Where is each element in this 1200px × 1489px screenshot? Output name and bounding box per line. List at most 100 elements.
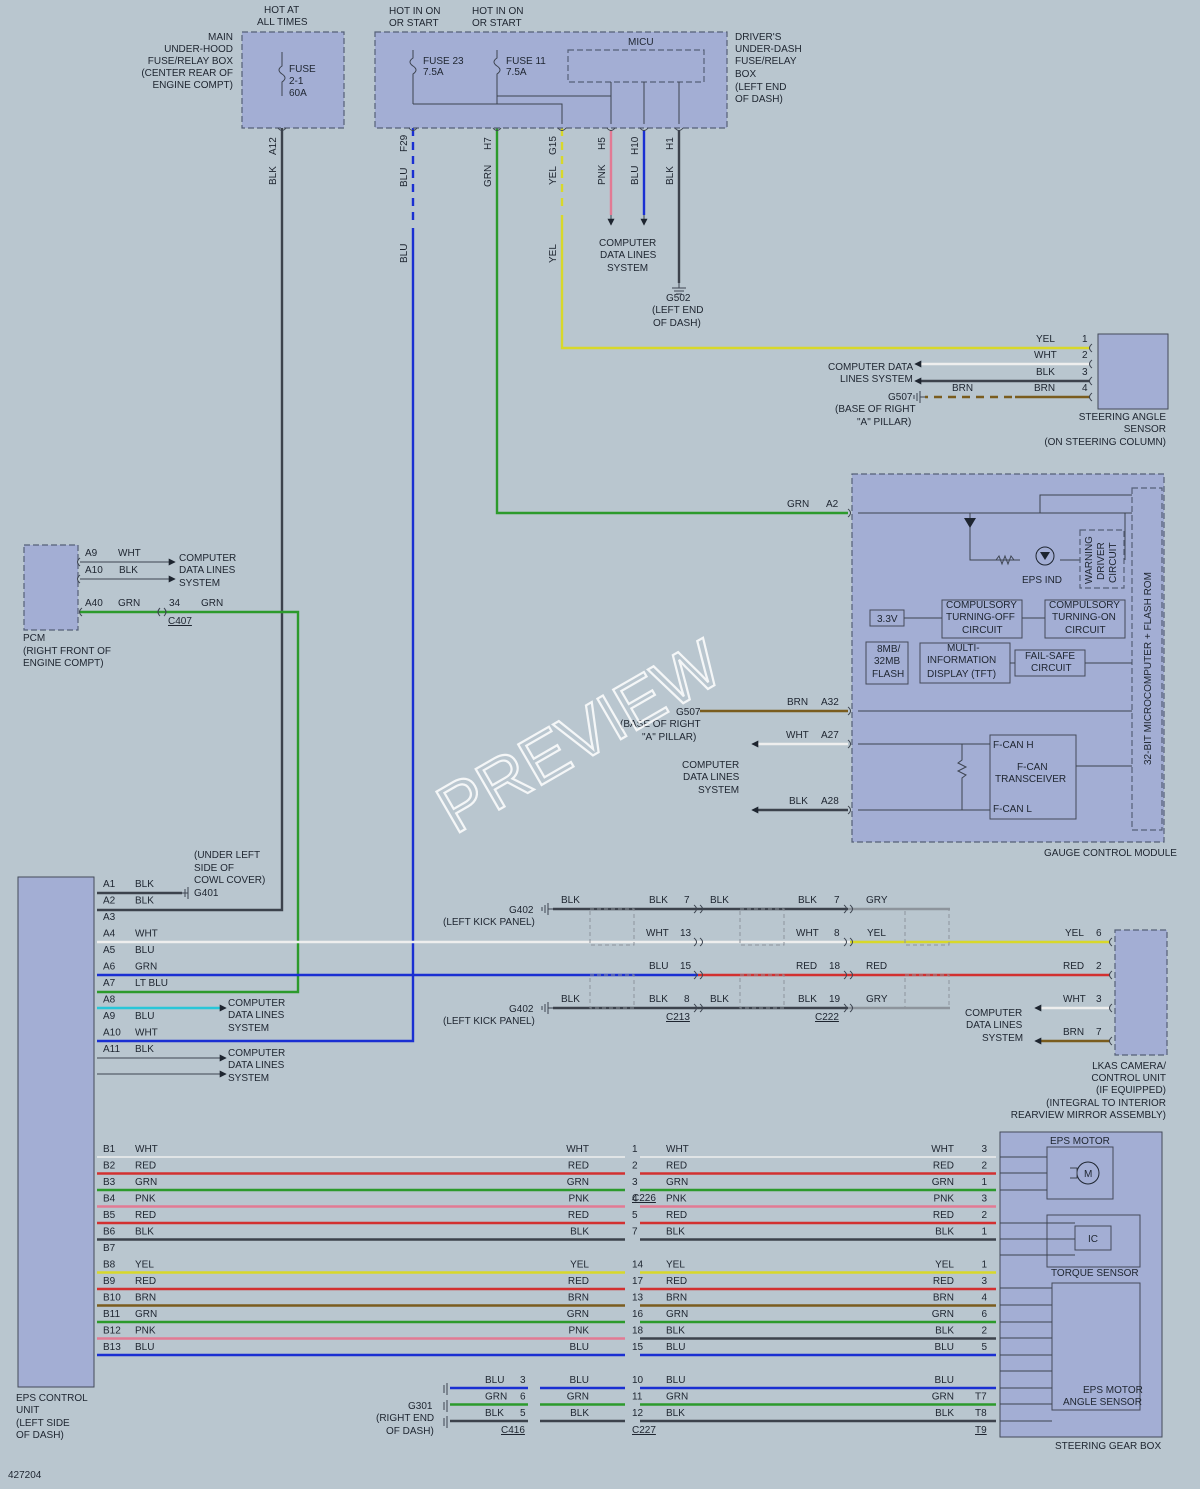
lkas-r4-c2: BLK [649,994,668,1005]
epsa-cdl-1: DATA LINES [228,1010,285,1021]
eps-b-mcolor-b8: YEL [570,1260,589,1271]
pin-g15: G15 [548,136,559,155]
gauge-flash-2: FLASH [872,669,904,680]
gauge-off-1: TURNING-OFF [946,612,1015,623]
eps-b-rcolor-b2: RED [666,1161,687,1172]
lkas-r2-c5: YEL [867,928,886,939]
lkas-r1-c5: GRY [866,895,888,906]
eps-low-mcolor-1: GRN [567,1392,589,1403]
eps-b-cpin-b5: 5 [632,1210,638,1221]
lkas-r1-p2: 7 [834,895,840,906]
epsa-cdl2-1: DATA LINES [228,1060,285,1071]
eps-b-rcolor-b4: PNK [666,1194,687,1205]
arrow-icon [80,215,1042,1078]
resistor-icon [995,554,1015,566]
gb-label: STEERING GEAR BOX [1055,1441,1161,1452]
c416: C416 [501,1425,525,1436]
gb-angle-1: ANGLE SENSOR [1063,1397,1142,1408]
eps-a-color-a5: BLU [135,945,154,956]
lkas-r2-p3: 6 [1096,928,1102,939]
eps-a-pin-a7: A7 [103,978,116,989]
flash-box [865,641,909,685]
wires [80,128,1110,1043]
micu-box [567,49,705,83]
lkas-r2-p1: 13 [680,928,692,939]
eps-b-rcolor2-b1: WHT [931,1144,954,1155]
eps-b-cpin-b2: 2 [632,1161,638,1172]
eps-b-rcolor-b11: GRN [666,1309,688,1320]
fcan-box [989,734,1077,820]
fuse-23-icon [409,50,417,104]
eps-low-lpin-0: 3 [520,1375,526,1386]
eps-a-pin-a1: A1 [103,879,116,890]
pcm-grn2: GRN [201,598,223,609]
lkas-r1-c3: BLK [710,895,729,906]
eps-a-pin-a10: A10 [103,1028,121,1039]
eps-b-pin-b12: B12 [103,1326,121,1337]
eps-b-rpin-b3: 1 [981,1177,987,1188]
fuse11-1: 7.5A [506,67,527,78]
eps-b-rcolor-b13: BLU [666,1342,685,1353]
eps-b-rpin-b12: 2 [981,1326,987,1337]
warning-driver-circuit [1079,529,1125,589]
eps-b-lcolor-b5: RED [135,1210,156,1221]
eps-b-rcolor-b5: RED [666,1210,687,1221]
eps-b-rcolor-b10: BRN [666,1293,687,1304]
sas-color-4: BRN [1034,383,1055,394]
pcm-cdl-0: COMPUTER [179,553,236,564]
gauge-fcanh: F-CAN H [993,740,1034,751]
eps-b-lcolor-b4: PNK [135,1194,156,1205]
epsa-cdl2-0: COMPUTER [228,1048,285,1059]
eps-b-lcolor-b10: BRN [135,1293,156,1304]
sas-g507-2: "A" PILLAR) [857,417,911,428]
gauge-v33: 3.3V [877,614,898,625]
c227: C227 [632,1425,656,1436]
eps-a-pin-a2: A2 [103,896,116,907]
lkas-r4-c1: BLK [561,994,580,1005]
pcm-blk: BLK [119,565,138,576]
eps-label-3: OF DASH) [16,1430,64,1441]
lkas-label-2: (IF EQUIPPED) [1096,1085,1166,1096]
eps-b-wires [97,1156,996,1423]
gauge-cdl-0: COMPUTER [682,760,739,771]
sas-pin-1: 1 [1082,334,1088,345]
dash-box-label-5: OF DASH) [735,94,783,105]
eps-low-lcolor-1: GRN [485,1392,507,1403]
eps-b-rcolor2-b12: BLK [935,1326,954,1337]
pcm-c407: C407 [168,616,192,627]
eps-low-rcolor2-2: BLK [935,1408,954,1419]
hot-label-3: HOT IN ON [472,6,523,17]
eps-control-unit [17,876,95,1388]
g301-1: (RIGHT END [376,1413,434,1424]
eps-b-mcolor-b1: WHT [566,1144,589,1155]
wire-grn-a40 [80,610,300,994]
lkas-r4-c5: GRY [866,994,888,1005]
eps-b-lcolor-b11: GRN [135,1309,157,1320]
pcm-label-0: PCM [23,633,45,644]
eps-a-pin-a3: A3 [103,912,116,923]
main-box-label-4: ENGINE COMPT) [152,80,233,91]
eps-a-pin-a11: A11 [103,1044,120,1055]
gauge-a32: A32 [821,697,839,708]
gauge-wht: WHT [786,730,809,741]
g301-2: OF DASH) [386,1426,434,1437]
ground-icon [672,283,686,295]
g402b-1: (LEFT KICK PANEL) [443,1016,535,1027]
eps-b-cpin-b1: 1 [632,1144,638,1155]
eps-b-rcolor-b1: WHT [666,1144,689,1155]
gauge-g507-2: "A" PILLAR) [642,732,696,743]
eps-motor-box [1046,1146,1114,1200]
eps-b-rcolor-b8: YEL [666,1260,685,1271]
dash-box-label-4: (LEFT END [735,82,787,93]
lkas-r3-c6: RED [1063,961,1084,972]
lkas-r1-c2: BLK [649,895,668,906]
eps-b-rpin-b8: 1 [981,1260,987,1271]
eps-low-mcolor-2: BLK [570,1408,589,1419]
pin-h1: H1 [665,137,676,150]
lkas-r1-c4: BLK [798,895,817,906]
led-icon [1035,546,1055,566]
pin-f29: F29 [399,134,410,152]
pcm-cdl-1: DATA LINES [179,565,236,576]
eps-a-color-a1: BLK [135,879,154,890]
